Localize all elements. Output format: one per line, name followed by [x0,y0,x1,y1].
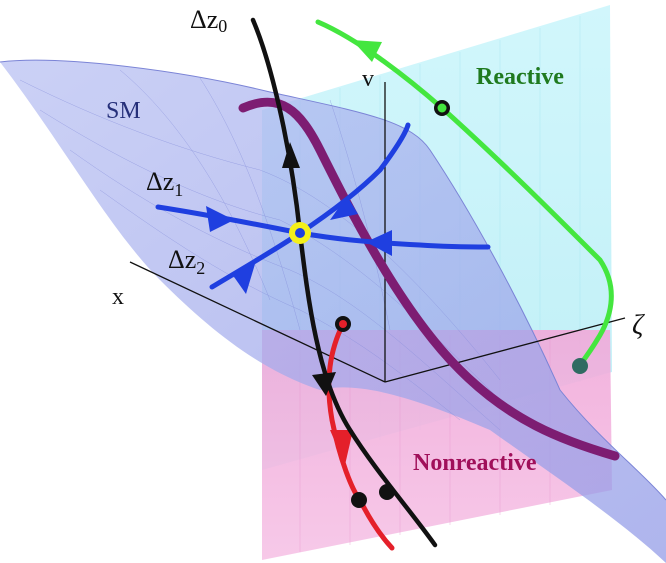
blue-arrowheads [206,196,392,294]
green-arrowhead [352,40,382,62]
arrow-upper-right [330,196,358,220]
black-arrowhead-down [312,372,336,396]
green-inner-point [437,103,447,113]
purple-trajectory [238,97,620,461]
arrow-dz2 [232,264,255,294]
label-x-axis: x [112,284,124,310]
label-v-axis: v [362,66,374,92]
slow-manifold-edge [0,59,666,501]
slow-manifold-surface [0,60,666,563]
arrow-right-in [366,230,392,256]
black-end-point [379,484,395,500]
red-end-point [351,492,367,508]
x-axis-line [129,261,386,383]
red-trajectory [326,321,395,551]
label-sm: SM [106,98,141,124]
label-nonreactive: Nonreactive [413,450,537,476]
label-zeta-axis: ζ [632,310,645,341]
axes [129,82,626,383]
black-arrowhead-up [282,142,300,168]
green-end-point [572,358,588,374]
saddle-point-center [295,228,305,238]
red-inner-point [339,320,347,328]
arrow-dz1-left [206,206,234,232]
label-dz1: Δz1 [146,167,183,200]
label-reactive: Reactive [476,64,564,90]
zeta-axis-line [384,317,626,383]
red-arrowhead [330,430,353,465]
label-dz2: Δz2 [168,245,205,278]
green-trajectory [315,19,614,369]
black-trajectory [250,17,438,548]
label-dz0: Δz0 [190,5,227,36]
